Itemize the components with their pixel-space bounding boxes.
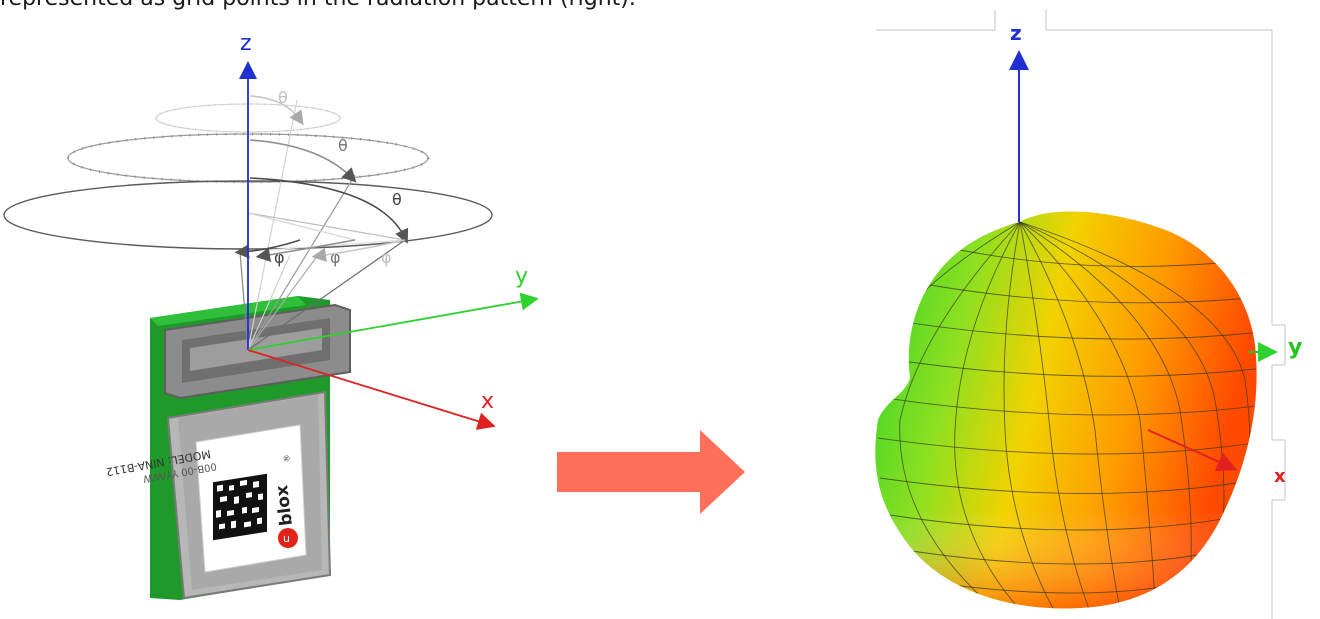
caption-text: represented as grid points in the radiat… [0, 0, 636, 11]
x-label-left: x [481, 389, 494, 414]
x-axis-left [247, 349, 496, 430]
ublox-logo: u blox ® [272, 454, 298, 548]
theta-label-1: θ [278, 88, 288, 107]
radiation-pattern [875, 211, 1257, 609]
cone-lines [239, 99, 406, 351]
x-label-right: x [1274, 466, 1286, 487]
theta-label-3: θ [392, 190, 402, 209]
theta-arcs [249, 95, 409, 244]
registered-mark: ® [282, 454, 292, 463]
phi-label-1: φ [274, 248, 285, 267]
svg-text:u: u [283, 532, 290, 545]
brand-text: blox [272, 484, 297, 527]
transition-arrow [557, 430, 745, 514]
y-label-left: y [515, 264, 528, 289]
theta-label-2: θ [338, 136, 348, 155]
right-diagram: z y x [875, 10, 1302, 619]
phi-label-2: φ [330, 248, 341, 267]
y-axis-left [247, 292, 539, 351]
z-label-left: z [240, 31, 252, 56]
z-label-right: z [1010, 21, 1022, 45]
nina-module: u blox ® MODEL: NINA-B112 00B-00 YY/WW [105, 296, 351, 600]
qr-code [213, 473, 267, 541]
phi-label-3: φ [381, 248, 392, 267]
phi-arcs [234, 239, 406, 262]
y-label-right: y [1288, 335, 1302, 360]
frame-border [876, 10, 1286, 619]
x-axis-right [1147, 429, 1238, 472]
left-diagram: u blox ® MODEL: NINA-B112 00B-00 YY/WW [3, 31, 539, 600]
